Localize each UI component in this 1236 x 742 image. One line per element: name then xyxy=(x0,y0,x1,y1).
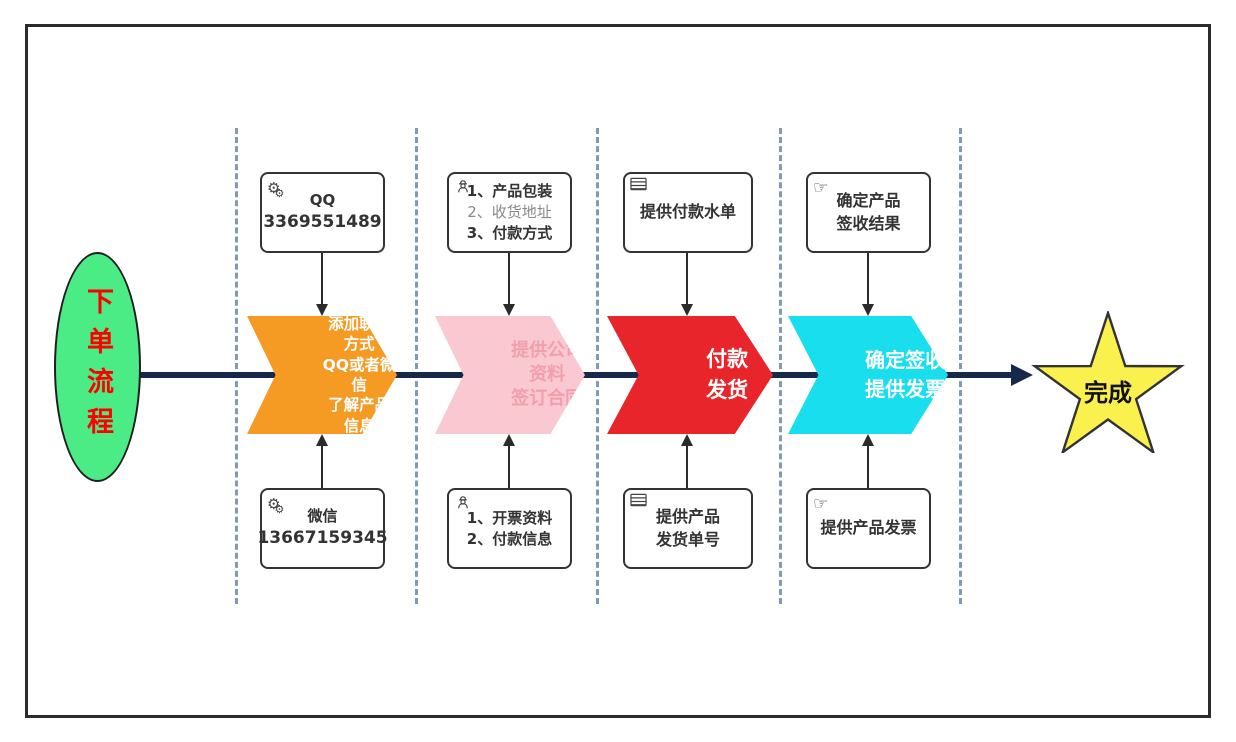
step-label-line: 签订合同 xyxy=(511,387,584,409)
note-line: 3、付款方式 xyxy=(466,224,553,242)
gears-icon: ⚙⚙ xyxy=(267,179,285,200)
connector-line xyxy=(508,253,510,304)
step-label-line: 资料 xyxy=(529,364,566,386)
note-line: 2、收货地址 xyxy=(467,203,552,221)
note-line: 13667159345 xyxy=(257,528,388,549)
table-icon xyxy=(630,493,647,507)
note-line: 确定产品 xyxy=(836,191,901,211)
gears-icon: ⚙⚙ xyxy=(267,495,285,516)
arrow-up-icon xyxy=(681,434,693,446)
lane-divider-1 xyxy=(235,128,238,604)
connector-line xyxy=(686,446,688,488)
arrow-down-icon xyxy=(316,304,328,316)
note-qq-contact: ⚙⚙ QQ 3369551489 xyxy=(260,172,385,253)
note-wechat-contact: ⚙⚙ 微信 13667159345 xyxy=(257,488,388,569)
note-product-invoice: ☞ 提供产品发票 xyxy=(806,488,931,569)
arrow-down-icon xyxy=(503,304,515,316)
note-payment-slip: 提供付款水单 xyxy=(623,172,753,253)
lane-divider-5 xyxy=(959,128,962,604)
connector-line xyxy=(686,253,688,304)
end-node-star xyxy=(1031,309,1185,456)
connector-line xyxy=(508,446,510,488)
step-label-line: QQ或者微信 xyxy=(322,355,396,394)
connector-line xyxy=(867,446,869,488)
note-line: 提供产品发票 xyxy=(820,518,917,538)
lane-divider-2 xyxy=(415,128,418,604)
note-line: 提供付款水单 xyxy=(639,202,736,222)
step-label-line: 确定签收 xyxy=(865,348,946,372)
note-invoice-payment-info: 1、开票资料 2、付款信息 xyxy=(447,488,572,569)
arrow-up-icon xyxy=(503,434,515,446)
arrow-down-icon xyxy=(681,304,693,316)
note-line: 3369551489 xyxy=(263,212,382,233)
hand-icon: ☞ xyxy=(813,178,829,198)
step-label-line: 提供发票 xyxy=(865,377,946,401)
end-node-label: 完成 xyxy=(1084,379,1132,407)
worker-icon xyxy=(454,177,472,195)
step-label-line: 付款 xyxy=(706,346,749,371)
start-node-label: 下单流程 xyxy=(82,287,113,447)
step-label-line: 提供公司 xyxy=(511,340,584,362)
connector-line xyxy=(867,253,869,304)
note-line: 1、开票资料 xyxy=(466,508,553,527)
note-line: QQ xyxy=(309,191,336,210)
arrow-up-icon xyxy=(316,434,328,446)
main-flow-arrowhead-icon xyxy=(1011,364,1033,386)
note-line: 发货单号 xyxy=(655,529,720,549)
lane-divider-3 xyxy=(596,128,599,604)
note-order-details: 1、产品包装 2、收货地址 3、付款方式 xyxy=(447,172,572,253)
note-line: 2、付款信息 xyxy=(466,529,553,548)
arrow-down-icon xyxy=(862,304,874,316)
note-line: 微信 xyxy=(307,507,338,526)
start-node: 下单流程 xyxy=(54,252,141,482)
step-label-line: 发货 xyxy=(706,378,749,402)
note-confirm-receipt-result: ☞ 确定产品 签收结果 xyxy=(806,172,931,253)
note-shipping-number: 提供产品 发货单号 xyxy=(623,488,753,569)
step-confirm-receipt-invoice: 确定签收 提供发票 xyxy=(788,316,948,434)
lane-divider-4 xyxy=(779,128,782,604)
note-line: 签收结果 xyxy=(836,213,901,233)
arrow-up-icon xyxy=(862,434,874,446)
note-line: 提供产品 xyxy=(655,507,720,527)
hand-icon: ☞ xyxy=(813,494,829,514)
connector-line xyxy=(321,446,323,488)
table-icon xyxy=(630,177,647,191)
note-line: 1、产品包装 xyxy=(466,182,553,200)
worker-icon xyxy=(454,493,472,511)
connector-line xyxy=(321,253,323,304)
